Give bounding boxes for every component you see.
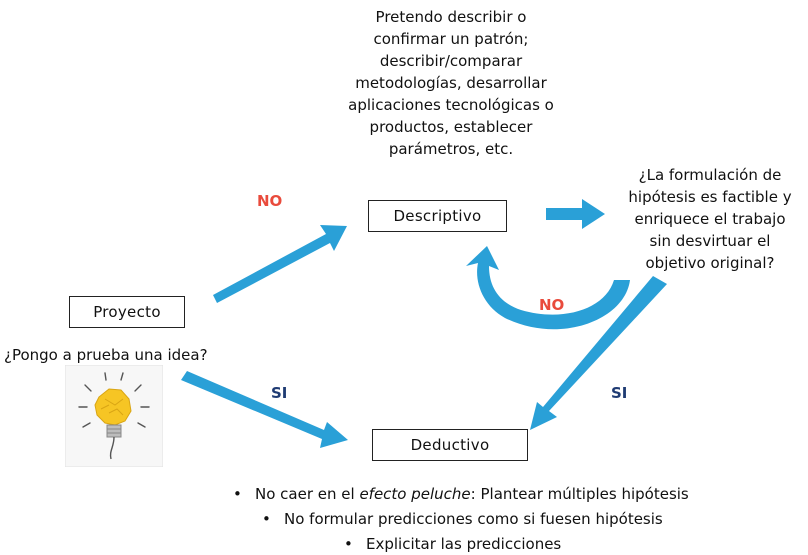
hypothesis-question-text: ¿La formulación de hipótesis es factible…	[628, 166, 792, 272]
arrow-idea-to-deductive	[181, 371, 348, 448]
arrow-project-to-descriptive	[213, 225, 347, 303]
label-si-left: SI	[271, 384, 288, 402]
project-box: Proyecto	[69, 296, 185, 328]
list-item: •No formular predicciones como si fuesen…	[262, 510, 663, 528]
list-item: •No caer en el efecto peluche: Plantear …	[233, 485, 689, 503]
descriptive-criteria-text: Pretendo describir o confirmar un patrón…	[348, 8, 554, 158]
descriptive-box: Descriptivo	[368, 200, 507, 232]
label-no-to-descriptive: NO	[257, 192, 283, 210]
label-no-loop: NO	[539, 296, 565, 314]
arrow-descriptive-to-question	[546, 199, 605, 229]
label-si-right: SI	[611, 384, 628, 402]
lightbulb-crumpled-paper-icon	[65, 365, 163, 467]
arrow-question-to-deductive	[530, 276, 667, 430]
list-item: •Explicitar las predicciones	[344, 535, 562, 553]
idea-question: ¿Pongo a prueba una idea?	[4, 346, 208, 364]
arrow-loop-back-to-descriptive	[466, 246, 630, 330]
deductive-box: Deductivo	[372, 429, 528, 461]
